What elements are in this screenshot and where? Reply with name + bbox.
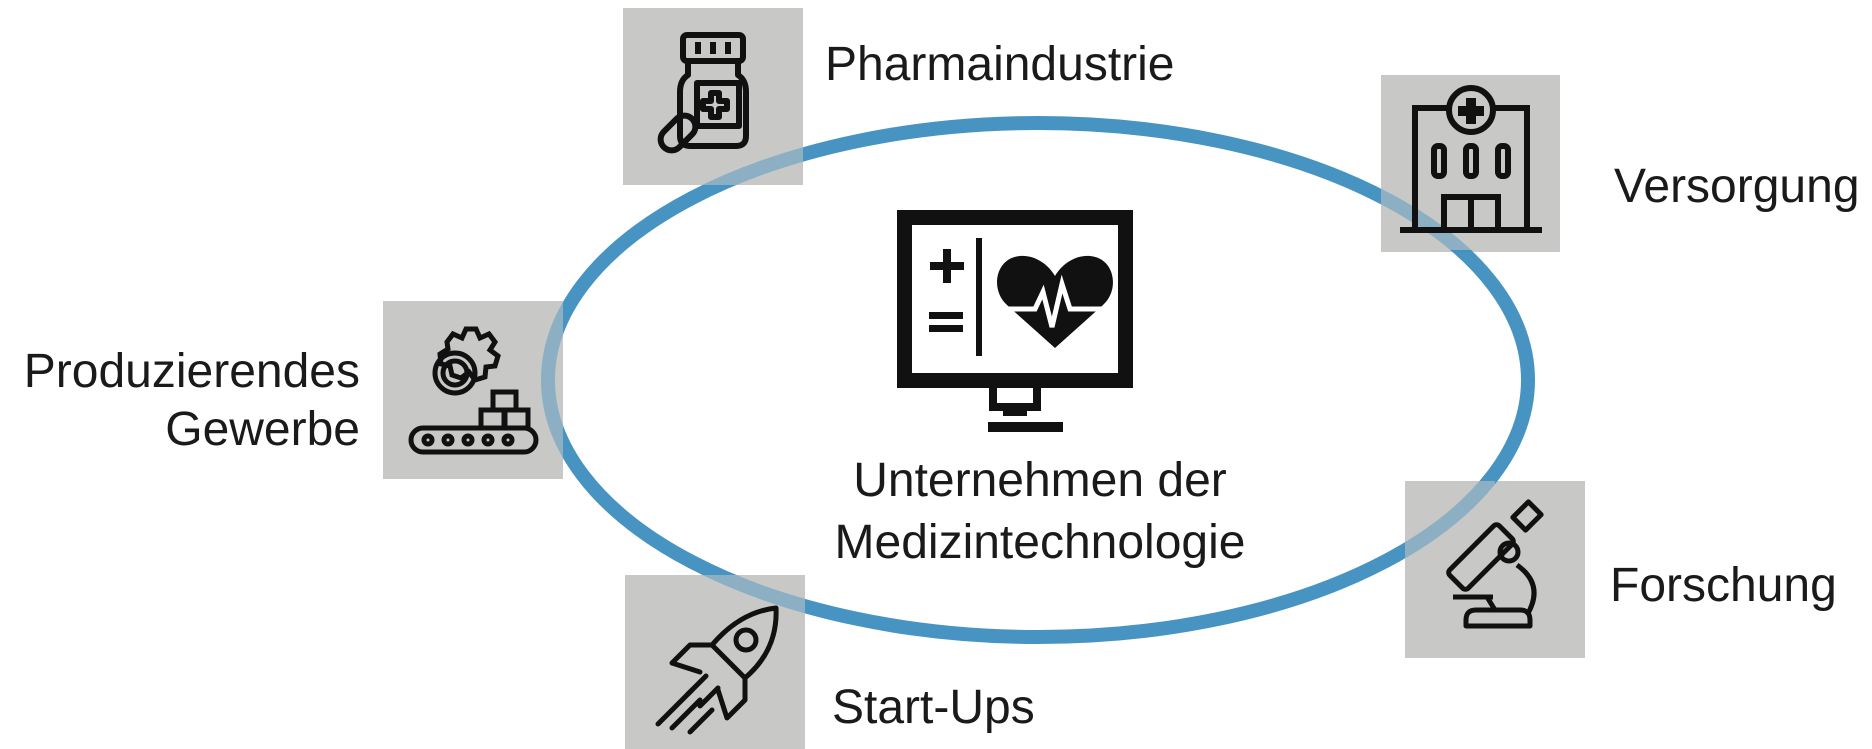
rocket-icon [655,605,779,735]
node-label-startups: Start-Ups [832,681,1035,734]
gear-conveyor-icon [408,326,539,455]
hospital-icon [1400,85,1542,233]
center-label-line1: Unternehmen der [853,454,1227,507]
node-label-produzierendes-line2: Gewerbe [165,403,360,456]
monitor-heart-icon [897,210,1133,432]
center-label: Unternehmen der Medizintechnologie [735,450,1345,574]
node-label-produzierendes: Produzierendes Gewerbe [0,343,360,459]
node-label-versorgung: Versorgung [1614,160,1860,213]
medicine-bottle-icon [657,32,749,154]
microscope-icon [1446,499,1544,629]
node-label-produzierendes-line1: Produzierendes [23,345,360,398]
node-label-pharma: Pharmaindustrie [825,38,1175,91]
center-label-line2: Medizintechnologie [834,516,1246,569]
node-label-forschung: Forschung [1610,559,1837,612]
